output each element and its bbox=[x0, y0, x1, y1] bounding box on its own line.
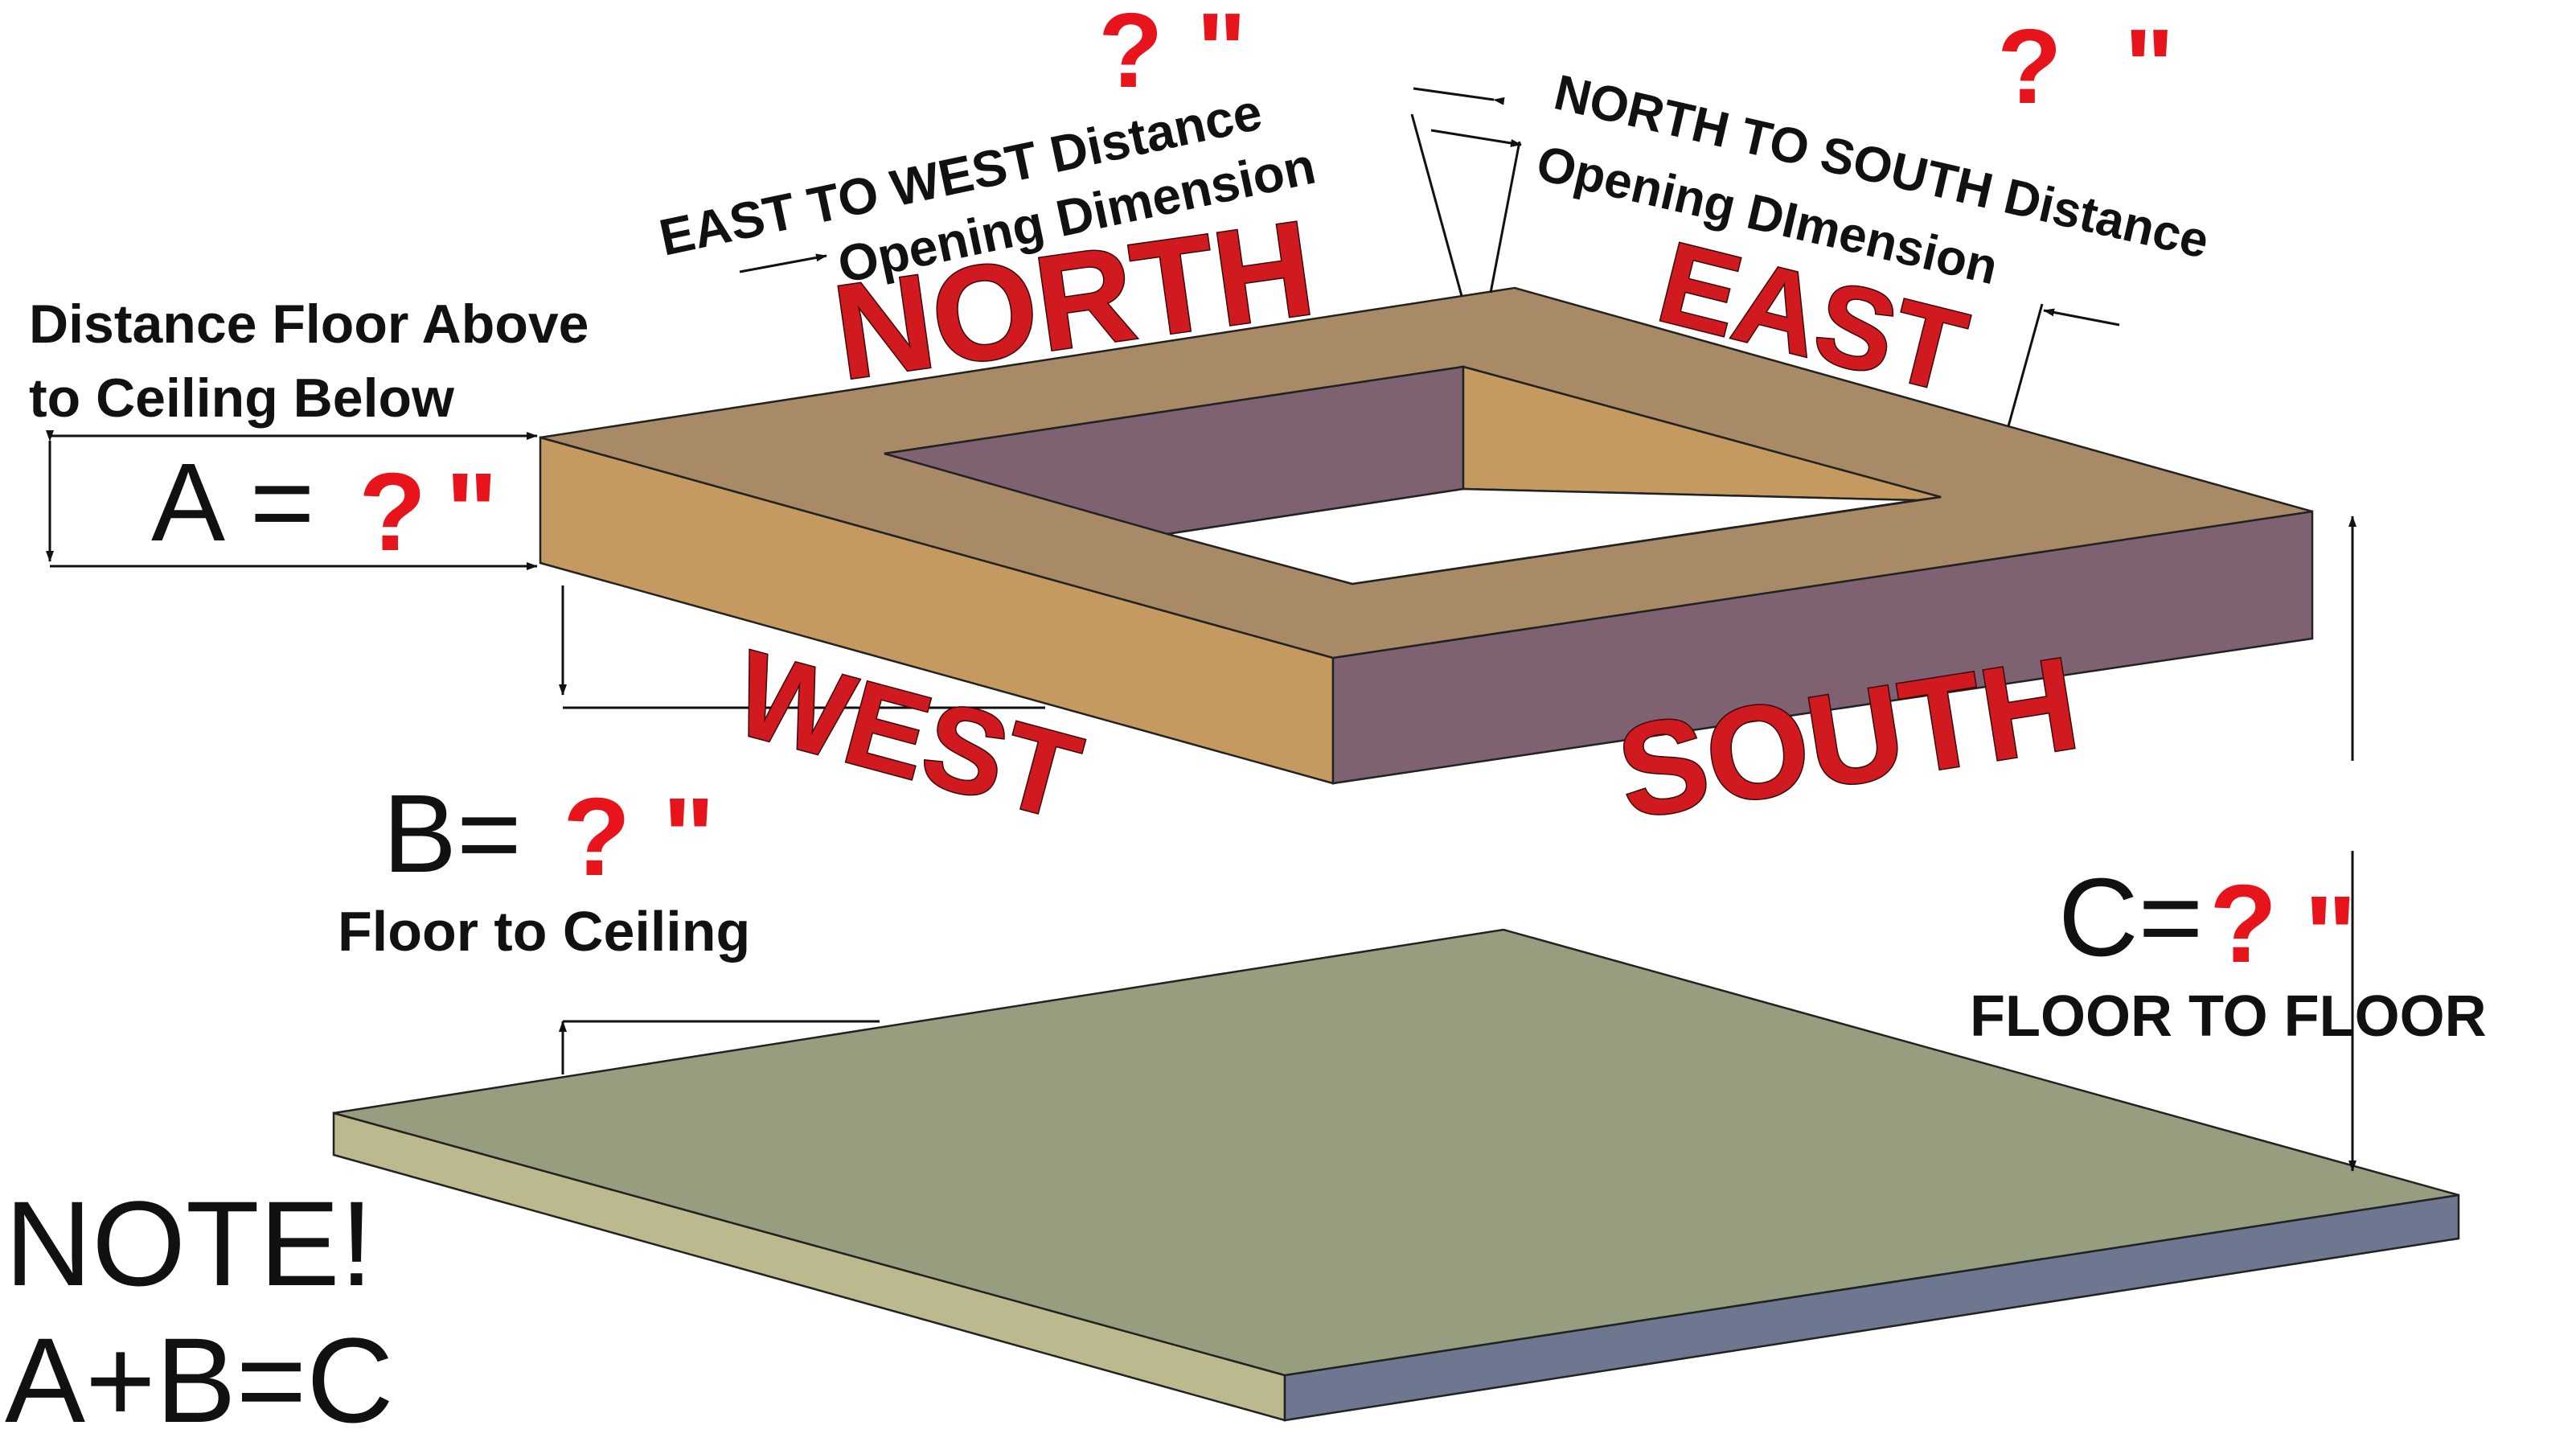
left-annotations: Distance Floor Above to Ceiling Below A … bbox=[5, 294, 750, 1446]
top-annotations: EAST TO WEST Distance Opening Dimension … bbox=[654, 0, 2214, 295]
distance-floor-label-line1: Distance Floor Above bbox=[29, 294, 589, 355]
equation-a-question: ? bbox=[359, 450, 426, 574]
floor-to-floor-label: FLOOR TO FLOOR bbox=[1970, 984, 2487, 1049]
lower-floor-top-face bbox=[333, 928, 2459, 1377]
dim-ns-arrow-right bbox=[2043, 308, 2120, 327]
right-annotations: C= ? " FLOOR TO FLOOR bbox=[1970, 856, 2487, 1049]
equation-a: A = bbox=[151, 441, 314, 565]
dim-ns-extension-left bbox=[1489, 141, 1521, 294]
north-south-question: ? bbox=[1997, 7, 2062, 125]
equation-c-inch: " bbox=[2304, 873, 2357, 997]
dim-ew-extension bbox=[1410, 113, 1463, 297]
dimension-lines bbox=[46, 87, 2357, 1172]
lower-floor-slab bbox=[332, 928, 2460, 1422]
east-west-inch: " bbox=[1196, 0, 1247, 109]
north-south-inch: " bbox=[2124, 7, 2175, 125]
note-heading: NOTE! bbox=[5, 1176, 373, 1311]
east-west-question: ? bbox=[1098, 0, 1163, 109]
equation-c-question: ? bbox=[2209, 862, 2277, 986]
dim-ns-arrow-left bbox=[1430, 129, 1522, 147]
floor-to-ceiling-label: Floor to Ceiling bbox=[338, 900, 750, 963]
equation-b: B= bbox=[383, 772, 522, 896]
note-formula: A+B=C bbox=[5, 1312, 394, 1446]
equation-b-question: ? bbox=[563, 775, 630, 899]
dim-ns-extension-right bbox=[2007, 303, 2044, 427]
opening-through-hole bbox=[1167, 487, 1918, 585]
dim-ew-arrow-left bbox=[739, 253, 827, 273]
dim-ew-arrow-right bbox=[1413, 87, 1505, 105]
equation-b-inch: " bbox=[662, 775, 715, 899]
equation-c: C= bbox=[2058, 856, 2203, 980]
equation-a-inch: " bbox=[445, 450, 498, 574]
distance-floor-label-line2: to Ceiling Below bbox=[29, 368, 455, 429]
upper-slab bbox=[539, 286, 2314, 785]
